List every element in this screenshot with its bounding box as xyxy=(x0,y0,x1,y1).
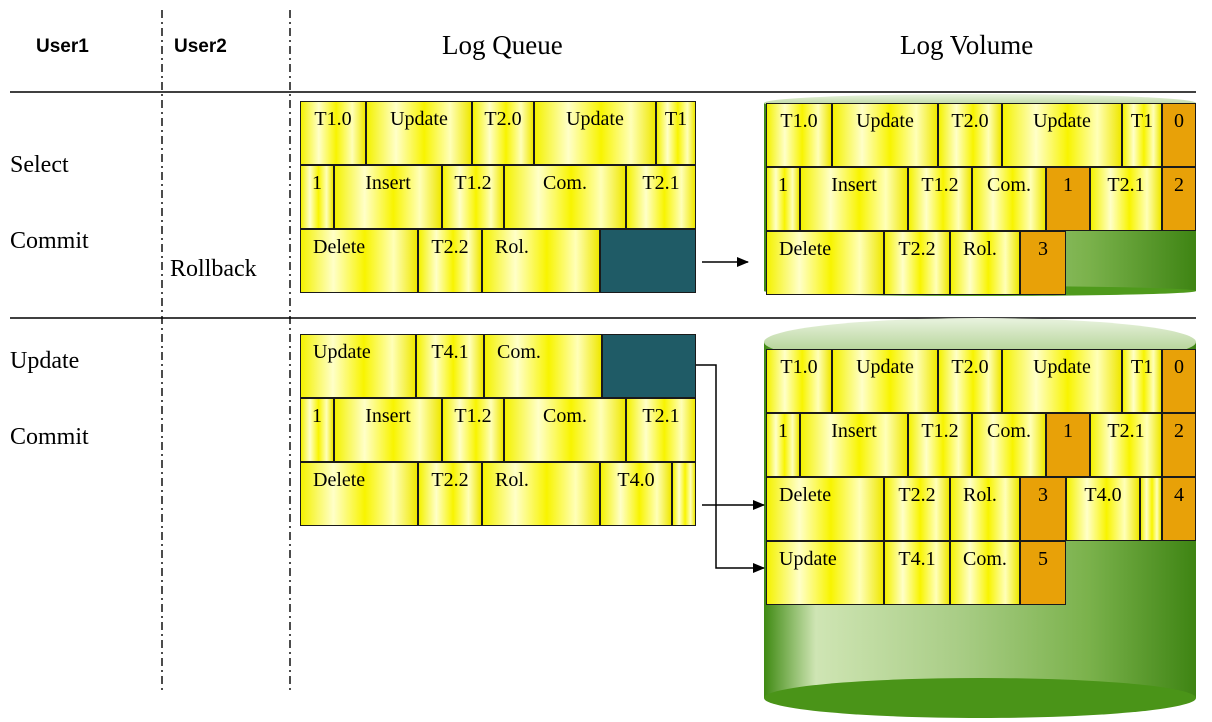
log-entry: Com. xyxy=(504,398,626,462)
action-rollback: Rollback xyxy=(170,256,257,282)
log-entry: T2.1 xyxy=(626,398,696,462)
page-number: 0 xyxy=(1162,349,1196,413)
log-entry: Com. xyxy=(972,167,1046,231)
log-entry: 1 xyxy=(766,167,800,231)
log-entry: Delete xyxy=(766,231,884,295)
page-number: 0 xyxy=(1162,103,1196,167)
header-log-volume: Log Volume xyxy=(900,30,1034,60)
log-entry: T2.1 xyxy=(1090,167,1162,231)
log-entry: T1.2 xyxy=(442,398,504,462)
log-entry: Delete xyxy=(300,462,418,526)
log-entry: T1.2 xyxy=(908,413,972,477)
log-entry: T2.1 xyxy=(626,165,696,229)
log-entry: Com. xyxy=(950,541,1020,605)
log-entry: T1.0 xyxy=(766,349,832,413)
log-entry: Rol. xyxy=(482,229,600,293)
log-entry: T4.1 xyxy=(884,541,950,605)
page-number: 1 xyxy=(1046,413,1090,477)
action-commit: Commit xyxy=(10,228,89,254)
log-entry xyxy=(672,462,696,526)
log-entry: T1 xyxy=(1122,103,1162,167)
free-space xyxy=(600,229,696,293)
log-entry: T2.2 xyxy=(418,462,482,526)
log-entry: T4.0 xyxy=(1066,477,1140,541)
log-entry xyxy=(1140,477,1162,541)
log-entry: Update xyxy=(1002,103,1122,167)
log-entry: T2.0 xyxy=(938,349,1002,413)
log-entry: 1 xyxy=(766,413,800,477)
action-select: Select xyxy=(10,152,69,178)
log-entry: T2.2 xyxy=(418,229,482,293)
page-number: 2 xyxy=(1162,413,1196,477)
log-entry: Delete xyxy=(766,477,884,541)
log-entry: T1.2 xyxy=(908,167,972,231)
log-entry: Insert xyxy=(800,167,908,231)
header-user2: User2 xyxy=(174,36,227,57)
page-number: 4 xyxy=(1162,477,1196,541)
log-entry: Update xyxy=(366,101,472,165)
log-entry: Update xyxy=(766,541,884,605)
log-entry: Update xyxy=(1002,349,1122,413)
log-entry: T2.0 xyxy=(938,103,1002,167)
log-entry: Insert xyxy=(334,398,442,462)
log-entry: 1 xyxy=(300,165,334,229)
log-entry: T2.1 xyxy=(1090,413,1162,477)
header-log-queue: Log Queue xyxy=(442,30,563,60)
log-entry: Rol. xyxy=(950,231,1020,295)
log-entry: Com. xyxy=(504,165,626,229)
free-space xyxy=(602,334,696,398)
log-entry: 1 xyxy=(300,398,334,462)
log-entry: T1 xyxy=(1122,349,1162,413)
log-entry: Rol. xyxy=(482,462,600,526)
action-commit-2: Commit xyxy=(10,424,89,450)
page-number: 3 xyxy=(1020,477,1066,541)
flush-arrow-bottom-1 xyxy=(696,364,765,573)
log-entry: T4.0 xyxy=(600,462,672,526)
log-entry: Com. xyxy=(484,334,602,398)
log-entry: Com. xyxy=(972,413,1046,477)
log-entry: Delete xyxy=(300,229,418,293)
log-entry: Update xyxy=(534,101,656,165)
log-entry: Insert xyxy=(334,165,442,229)
page-number: 3 xyxy=(1020,231,1066,295)
page-number: 5 xyxy=(1020,541,1066,605)
log-entry: T1.0 xyxy=(300,101,366,165)
log-entry: Update xyxy=(300,334,416,398)
log-entry: T2.2 xyxy=(884,231,950,295)
page-number: 1 xyxy=(1046,167,1090,231)
log-entry: T1.0 xyxy=(766,103,832,167)
log-entry: T4.1 xyxy=(416,334,484,398)
log-entry: Insert xyxy=(800,413,908,477)
log-entry: T1 xyxy=(656,101,696,165)
log-entry: T2.2 xyxy=(884,477,950,541)
log-entry: Update xyxy=(832,349,938,413)
header-user1: User1 xyxy=(36,36,89,57)
log-entry: Rol. xyxy=(950,477,1020,541)
action-update: Update xyxy=(10,348,80,374)
log-entry: Update xyxy=(832,103,938,167)
page-number: 2 xyxy=(1162,167,1196,231)
log-entry: T2.0 xyxy=(472,101,534,165)
log-entry: T1.2 xyxy=(442,165,504,229)
